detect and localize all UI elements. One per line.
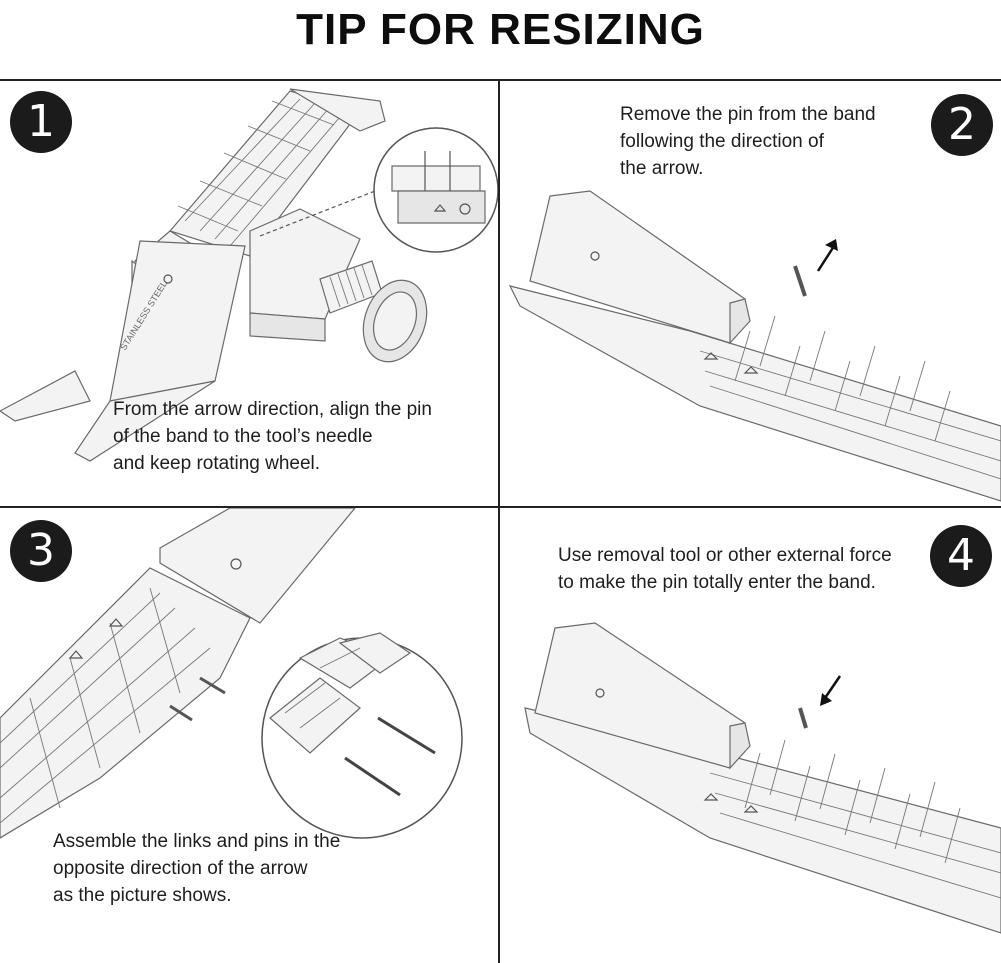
step-4-illustration (524, 622, 1001, 934)
step-2-band (508, 285, 1001, 502)
step-3-panel: 3 Assemble the links and pins in the opp… (0, 508, 498, 963)
step-4-caption: Use removal tool or other external force… (558, 542, 892, 596)
step-4-caption-line-2: to make the pin totally enter the band. (558, 572, 876, 593)
step-2-caption-line-3: the arrow. (620, 158, 704, 179)
step-1-zoom-circle (259, 127, 498, 253)
step-4-clasp (534, 622, 751, 770)
step-2-pin (793, 265, 807, 297)
step-4-caption-line-1: Use removal tool or other external force (558, 545, 892, 566)
step-3-badge: 3 (10, 520, 72, 582)
vertical-divider (498, 79, 500, 963)
step-3-illustration (0, 508, 463, 839)
arrow-down-icon (820, 675, 842, 706)
step-3-clasp (159, 508, 356, 624)
step-1-illustration: STAINLESS STEEL (0, 88, 498, 462)
step-3-zoom-circle (261, 632, 463, 839)
horizontal-divider-top (0, 79, 1001, 81)
step-1-badge: 1 (10, 91, 72, 153)
arrow-up-icon (816, 239, 838, 272)
step-3-caption-line-2: opposite direction of the arrow (53, 858, 308, 879)
step-1-clasp: STAINLESS STEEL (0, 240, 246, 462)
step-1-caption-line-1: From the arrow direction, align the pin (113, 399, 432, 420)
horizontal-divider-middle (0, 506, 1001, 508)
step-4-pin (798, 707, 808, 729)
step-2-badge: 2 (931, 94, 993, 156)
page-title: TIP FOR RESIZING (296, 5, 705, 54)
step-2-caption-line-2: following the direction of (620, 131, 824, 152)
step-4-band (524, 707, 1001, 934)
step-1-caption-line-2: of the band to the tool’s needle (113, 426, 373, 447)
step-1-caption-line-3: and keep rotating wheel. (113, 453, 321, 474)
step-1-panel: STAINLESS STEEL 1 From the arrow directi… (0, 81, 498, 506)
step-4-badge: 4 (930, 525, 992, 587)
step-2-caption-line-1: Remove the pin from the band (620, 104, 876, 125)
step-3-band (0, 567, 251, 839)
step-2-caption: Remove the pin from the band following t… (620, 101, 876, 182)
step-3-caption: Assemble the links and pins in the oppos… (53, 828, 340, 909)
step-2-illustration (508, 190, 1001, 502)
step-3-caption-line-1: Assemble the links and pins in the (53, 831, 341, 852)
step-2-panel: 2 Remove the pin from the band following… (500, 81, 1001, 506)
step-3-caption-line-3: as the picture shows. (53, 885, 232, 906)
step-1-caption: From the arrow direction, align the pin … (113, 396, 432, 477)
step-2-clasp (529, 190, 751, 345)
step-4-panel: 4 Use removal tool or other external for… (500, 508, 1001, 963)
step-1-band (168, 88, 386, 257)
